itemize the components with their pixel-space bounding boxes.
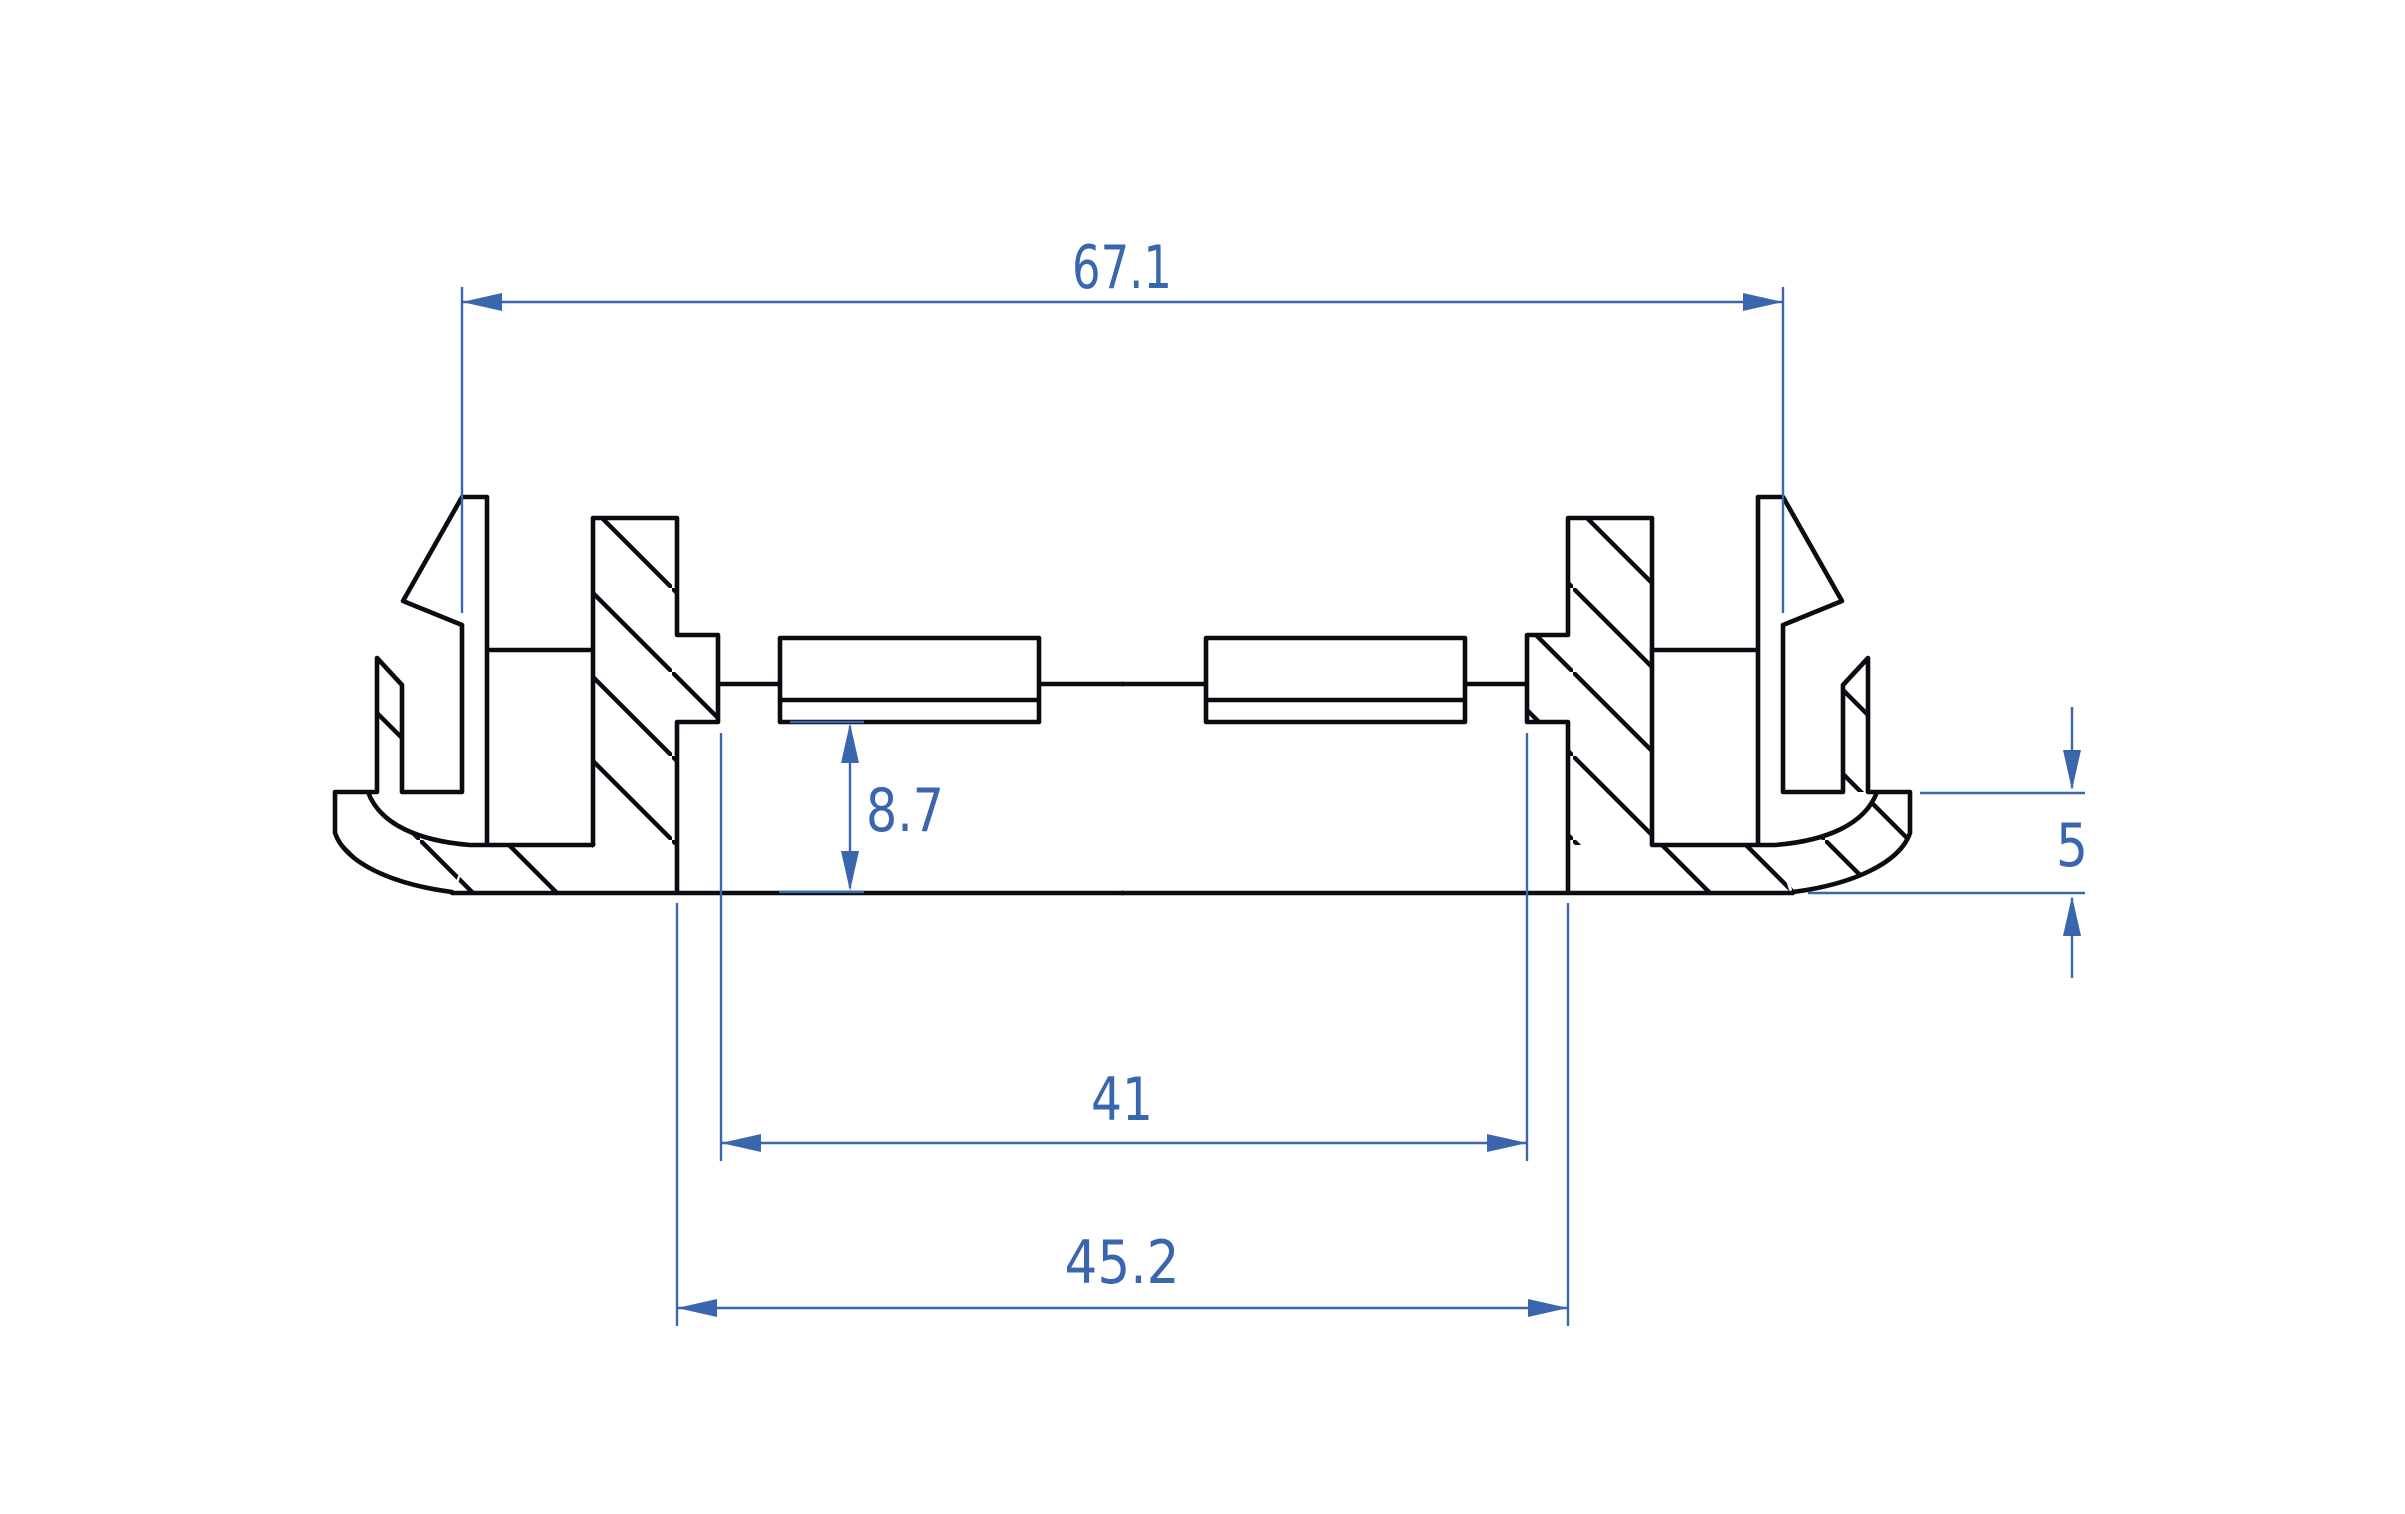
latch-height-arrowhead — [841, 723, 859, 763]
right-hatch-region — [1527, 518, 1910, 893]
part-right-half — [1119, 494, 1913, 896]
latch-height-value: 8.7 — [866, 776, 944, 846]
inner-width-value: 41 — [1091, 1065, 1153, 1135]
rim-height-arrowhead — [2063, 750, 2081, 790]
right-outline — [1119, 494, 1913, 896]
base-width-value: 45.2 — [1065, 1228, 1180, 1298]
latch-height-arrowhead — [841, 851, 859, 891]
overall-width-arrowhead — [462, 293, 502, 311]
inner-width-arrowhead — [721, 1134, 761, 1152]
inner-width-arrowhead — [1487, 1134, 1527, 1152]
rim-height-value: 5 — [2056, 811, 2088, 881]
base-width-arrowhead — [677, 1299, 717, 1317]
left-outline — [332, 494, 1126, 896]
overall-width-arrowhead — [1743, 293, 1783, 311]
rim-height-arrowhead — [2063, 896, 2081, 936]
dimension-layer: 67.1 41 45.2 8.7 5 — [460, 233, 2088, 1326]
part-left-half — [332, 494, 1126, 896]
left-hatch-region — [335, 518, 718, 893]
base-width-arrowhead — [1528, 1299, 1568, 1317]
overall-width-value: 67.1 — [1072, 233, 1172, 303]
